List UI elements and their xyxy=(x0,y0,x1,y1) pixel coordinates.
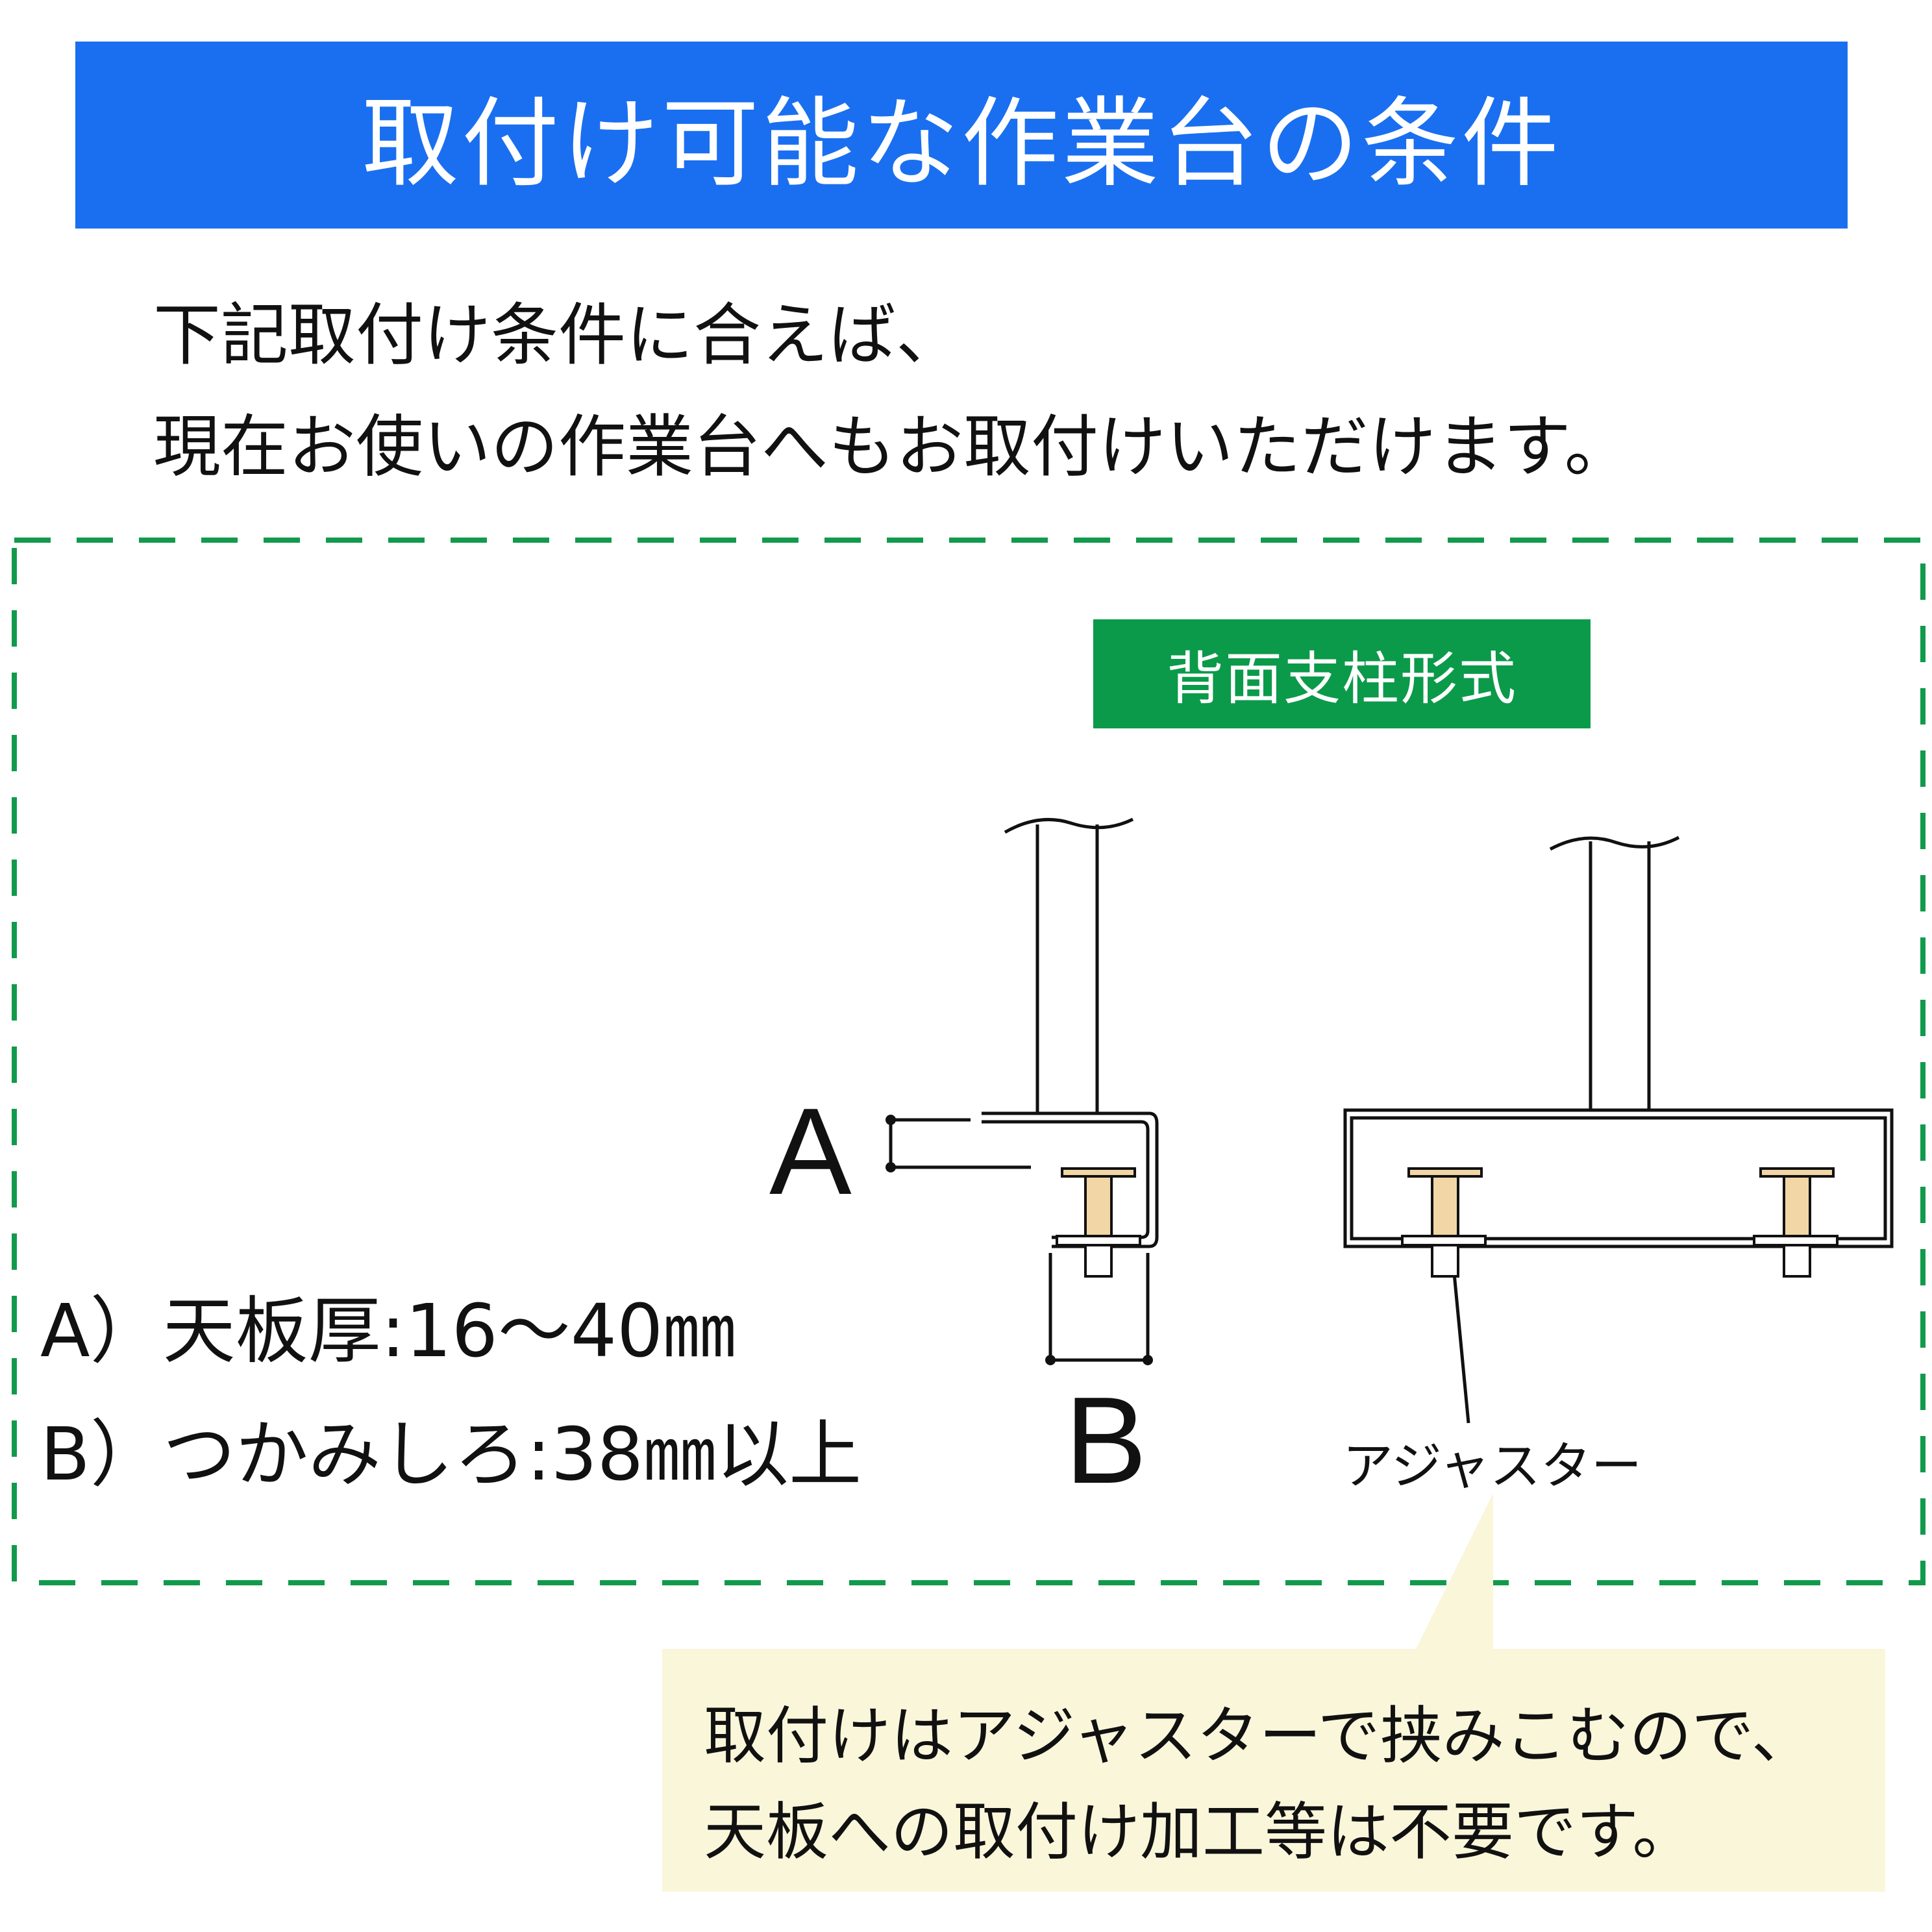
clamp-bracket-outer xyxy=(982,1111,1159,1248)
intro-line-1: 下記取付け条件に合えば、 xyxy=(153,295,964,375)
spec-thickness: A）天板厚:16～40㎜ xyxy=(40,1289,736,1374)
intro-text: 下記取付け条件に合えば、 現在お使いの作業台へもお取付けいただけます。 xyxy=(153,279,1632,502)
note-box: 取付けはアジャスターで挟みこむので、 天板への取付け加工等は不要です。 xyxy=(662,1649,1885,1892)
front-frame-inner xyxy=(1350,1116,1887,1241)
dimension-b-label: B xyxy=(1065,1372,1147,1509)
note-line-1: 取付けはアジャスターで挟みこむので、 xyxy=(704,1700,1814,1772)
adjuster-front-right xyxy=(1753,1167,1839,1278)
mount-style-label: 背面支柱形式 xyxy=(1166,645,1517,712)
adjuster-label: アジャスター xyxy=(1343,1437,1642,1496)
title-banner: 取付け可能な作業台の条件 xyxy=(75,42,1848,229)
page-title: 取付け可能な作業台の条件 xyxy=(361,87,1561,201)
break-mark-left xyxy=(1004,817,1134,834)
note-line-2: 天板への取付け加工等は不要です。 xyxy=(704,1796,1695,1868)
clamp-bracket-inner xyxy=(982,1120,1150,1239)
break-mark-right xyxy=(1549,836,1680,851)
conditions-frame xyxy=(12,538,1926,1585)
front-frame-outer xyxy=(1343,1108,1894,1248)
intro-line-2: 現在お使いの作業台へもお取付けいただけます。 xyxy=(153,407,1632,486)
spec-grip: B）つかみしろ:38㎜以上 xyxy=(40,1413,862,1497)
note-pointer xyxy=(1415,1493,1493,1650)
dashed-border xyxy=(12,538,1926,1585)
adjuster-front-left xyxy=(1401,1167,1487,1278)
dimension-a-label: A xyxy=(769,1083,852,1220)
adjuster-side xyxy=(1056,1167,1141,1278)
mount-style-badge: 背面支柱形式 xyxy=(1093,619,1591,728)
